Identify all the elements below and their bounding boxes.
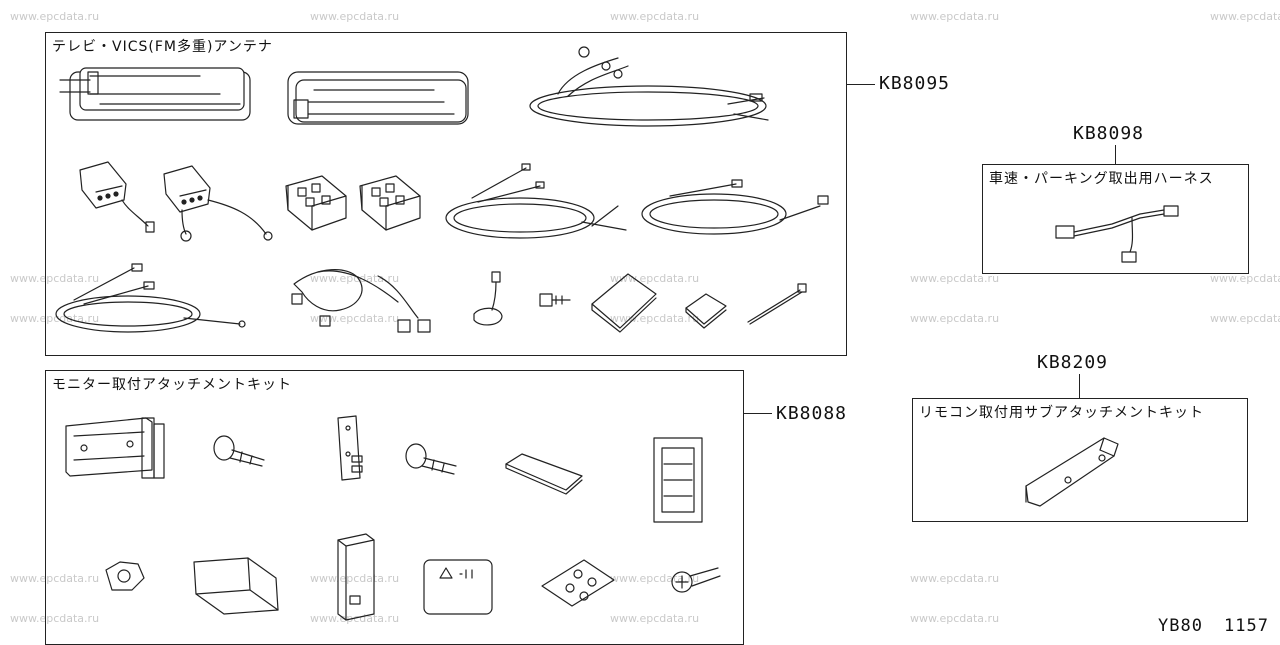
cover-plate[interactable] [188,556,284,615]
clip-bracket[interactable] [330,530,380,624]
watermark-text: www.epcdata.ru [610,10,700,23]
group-kb8088-title: モニター取付アタッチメントキット [52,377,292,393]
antenna-cable-coil-1[interactable] [528,44,778,132]
group-kb8088-leader [744,413,772,414]
group-kb8095-box: テレビ・VICS(FM多重)アンテナ [45,32,847,356]
watermark-text: www.epcdata.ru [10,612,100,625]
ground-wire[interactable] [466,270,506,334]
group-kb8088-code[interactable]: KB8088 [776,403,848,424]
caution-label[interactable] [420,556,496,618]
group-kb8098-title: 車速・パーキング取出用ハーネス [989,171,1214,187]
junction-box-1[interactable] [282,172,354,236]
drawing-id: YB80 [1158,616,1203,636]
harness-clamp-set[interactable] [288,262,448,342]
group-kb8209-code[interactable]: KB8209 [1037,352,1109,373]
screw-1[interactable] [212,434,268,474]
watermark-text: www.epcdata.ru [910,10,1000,23]
watermark-text: www.epcdata.ru [10,272,100,285]
screw[interactable] [538,290,574,314]
group-kb8209-title: リモコン取付用サブアタッチメントキット [919,405,1204,421]
watermark-text: www.epcdata.ru [310,10,400,23]
group-kb8209-leader [1079,374,1080,398]
screw-3[interactable] [668,562,724,598]
watermark-text: www.epcdata.ru [310,272,400,285]
double-sided-tape[interactable] [502,450,586,496]
cleaning-pad-2[interactable] [682,290,730,330]
watermark-text: www.epcdata.ru [1210,10,1280,23]
antenna-cable-coil-2[interactable] [442,160,632,244]
group-kb8095-leader [847,84,875,85]
watermark-text: www.epcdata.ru [1210,312,1280,325]
watermark-text: www.epcdata.ru [310,572,400,585]
nut[interactable] [100,558,148,598]
group-kb8095-code[interactable]: KB8095 [879,73,951,94]
group-kb8098-leader [1115,145,1116,164]
watermark-text: www.epcdata.ru [910,272,1000,285]
frame-panel[interactable] [650,434,706,526]
watermark-text: www.epcdata.ru [1210,272,1280,285]
watermark-text: www.epcdata.ru [310,312,400,325]
monitor-bracket[interactable] [60,414,170,484]
cleaning-pad-1[interactable] [588,270,660,334]
remote-mount-bracket[interactable] [1020,432,1124,512]
side-bracket[interactable] [332,414,366,484]
vehicle-speed-harness[interactable] [1052,196,1182,266]
amp-connector-1[interactable] [78,160,158,240]
watermark-text: www.epcdata.ru [910,572,1000,585]
amp-connector-2[interactable] [162,164,273,244]
junction-box-2[interactable] [356,172,428,238]
watermark-text: www.epcdata.ru [910,312,1000,325]
group-kb8095-title: テレビ・VICS(FM多重)アンテナ [52,39,273,55]
group-kb8098-code[interactable]: KB8098 [1073,123,1145,144]
watermark-text: www.epcdata.ru [610,272,700,285]
antenna-cable-coil-4[interactable] [54,256,250,338]
antenna-cable-coil-3[interactable] [640,176,836,238]
group-kb8209-box: リモコン取付用サブアタッチメントキット [912,398,1248,522]
cable-tie[interactable] [744,282,814,328]
screw-2[interactable] [404,440,460,480]
watermark-text: www.epcdata.ru [910,612,1000,625]
group-kb8098-box: 車速・パーキング取出用ハーネス [982,164,1249,274]
watermark-text: www.epcdata.ru [610,612,700,625]
spacer-pad[interactable] [538,556,618,610]
watermark-text: www.epcdata.ru [10,10,100,23]
antenna-film-2[interactable] [284,70,474,128]
group-kb8088-box: モニター取付アタッチメントキット [45,370,744,645]
watermark-text: www.epcdata.ru [10,572,100,585]
antenna-film-1[interactable] [59,66,260,126]
watermark-text: www.epcdata.ru [610,312,700,325]
page-number: 1157 [1224,616,1269,636]
